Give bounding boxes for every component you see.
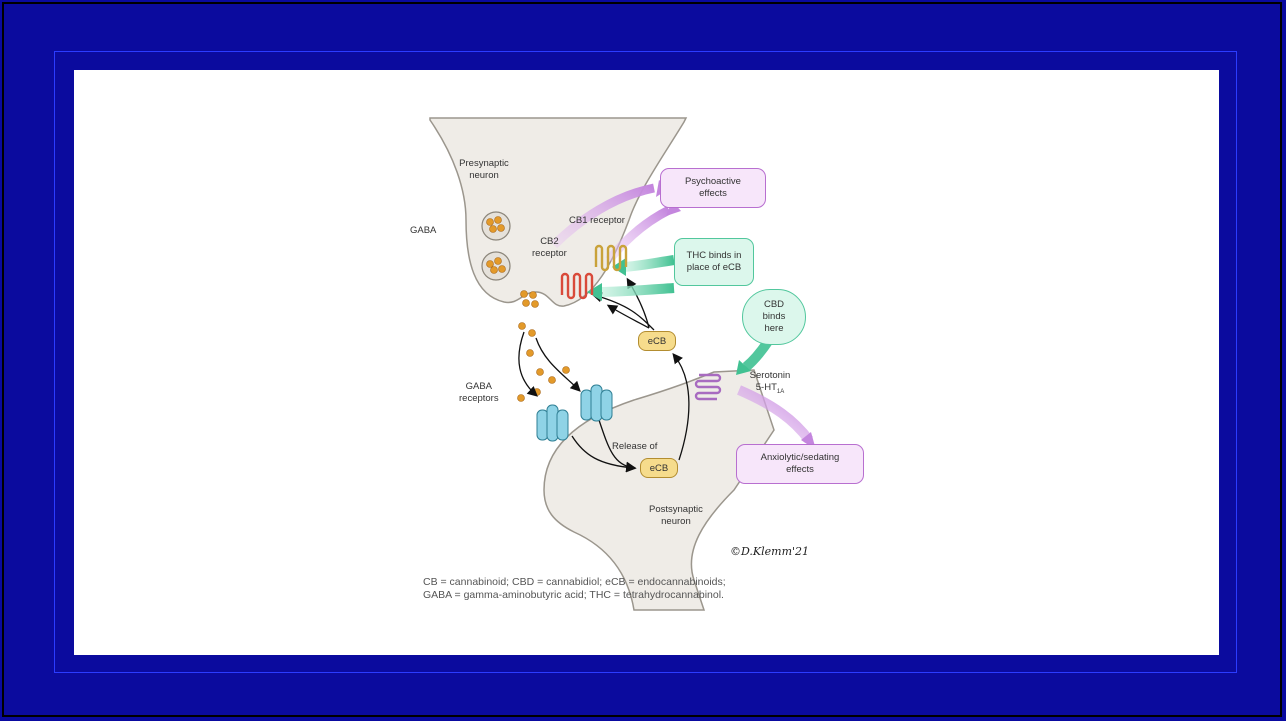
gaba-label: GABA: [410, 225, 436, 237]
cbd-binds-box: CBD binds here: [742, 289, 806, 345]
serotonin-type: 5-HT: [756, 382, 777, 393]
vesicle: [482, 252, 510, 280]
presynaptic-label: Presynaptic neuron: [454, 158, 514, 182]
presynaptic-neuron: [430, 118, 686, 306]
serotonin-name: Serotonin: [750, 370, 791, 381]
vesicle: [482, 212, 510, 240]
serotonin-subscript: 1A: [777, 389, 784, 395]
synapse-diagram: [74, 70, 1219, 655]
ecb-token-upper: eCB: [638, 331, 676, 351]
release-label: Release of: [612, 441, 657, 453]
caption-line-1: CB = cannabinoid; CBD = cannabidiol; eCB…: [423, 576, 726, 589]
gaba-receptor-right: [581, 385, 612, 421]
cb2-label: CB2 receptor: [532, 236, 567, 260]
caption-line-2: GABA = gamma-aminobutyric acid; THC = te…: [423, 589, 726, 602]
artist-credit: ©D.Klemm'21: [730, 545, 809, 558]
postsynaptic-neuron: [544, 370, 774, 610]
gaba-receptors-label: GABA receptors: [459, 381, 499, 405]
thc-binds-box: THC binds in place of eCB: [674, 238, 754, 286]
cb1-label: CB1 receptor: [569, 215, 625, 227]
gaba-receptor-left: [537, 405, 568, 441]
postsynaptic-label: Postsynaptic neuron: [649, 504, 703, 528]
slide: Presynaptic neuron GABA CB1 receptor CB2…: [74, 70, 1219, 655]
psychoactive-effects-box: Psychoactive effects: [660, 168, 766, 208]
caption: CB = cannabinoid; CBD = cannabidiol; eCB…: [423, 576, 726, 602]
serotonin-label: Serotonin 5-HT1A: [742, 370, 798, 398]
anxiolytic-effects-box: Anxiolytic/sedating effects: [736, 444, 864, 484]
ecb-token-lower: eCB: [640, 458, 678, 478]
